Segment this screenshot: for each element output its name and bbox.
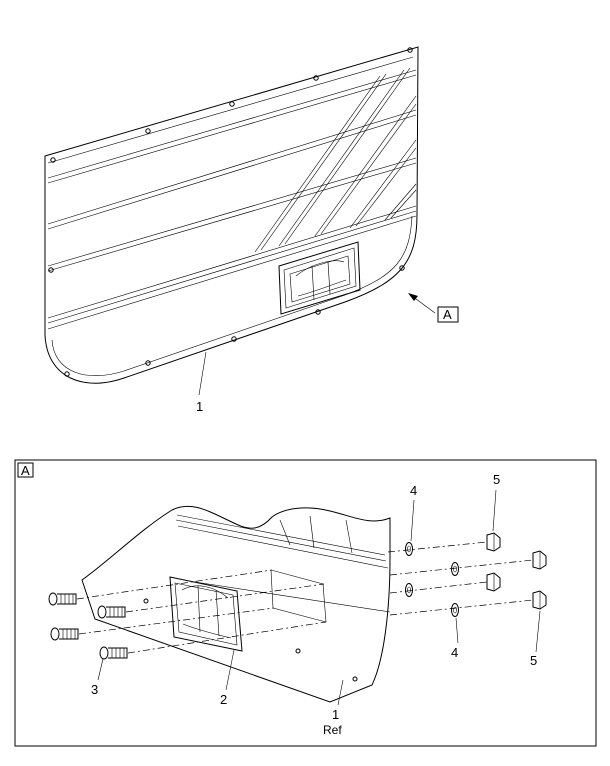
washer (405, 542, 413, 556)
callout-nut-top: 5 (493, 472, 500, 487)
nut (532, 590, 547, 610)
callout-panel: 1 (196, 399, 203, 414)
nut (532, 550, 547, 570)
nut (486, 532, 501, 552)
screw (97, 605, 126, 619)
callout-screw: 3 (91, 682, 98, 697)
screw (48, 592, 77, 606)
screw (50, 627, 79, 641)
callout-washer-bottom: 4 (451, 645, 458, 660)
washer (451, 603, 459, 617)
handle-bezel (169, 569, 327, 652)
callout-washer-top: 4 (410, 483, 417, 498)
washer (405, 583, 413, 597)
view-a-label: A (443, 307, 452, 322)
callout-nut-bottom: 5 (530, 653, 537, 668)
nut (486, 572, 501, 592)
washer-group (405, 542, 459, 617)
callout-bezel: 2 (220, 692, 227, 707)
screw (99, 646, 128, 660)
washer (451, 562, 459, 576)
callout-detail-panel: 1 (332, 707, 339, 722)
screw-group (48, 592, 128, 660)
detail-a-box (17, 462, 34, 478)
detail-a-frame (14, 459, 597, 747)
detail-panel (81, 505, 391, 703)
nut-group (486, 532, 547, 610)
callout-detail-panel-ref: Ref (323, 723, 342, 737)
view-a-box (437, 306, 459, 323)
door-panel (44, 46, 419, 384)
detail-a-label: A (21, 463, 30, 478)
